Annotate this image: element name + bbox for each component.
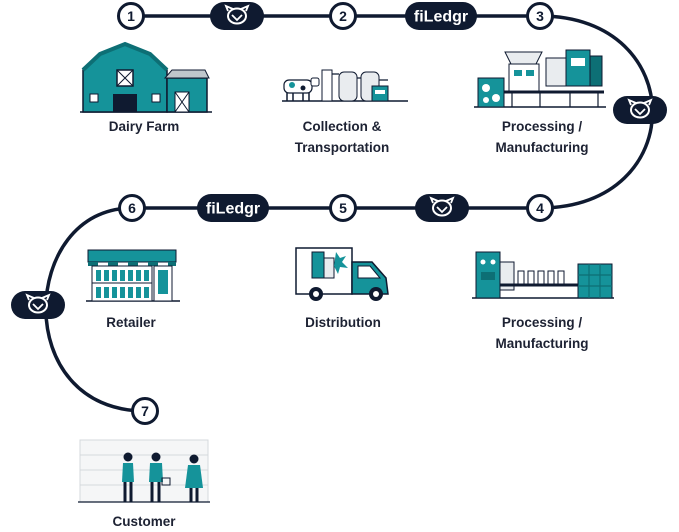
step-number: 1 xyxy=(127,8,135,24)
step-circle-6: 6 xyxy=(118,194,146,222)
step-number: 7 xyxy=(141,403,149,419)
step-6-label-line-1: Retailer xyxy=(106,315,156,330)
logo-badge-1: fiLedgr xyxy=(405,2,477,30)
step-4-label-line-1: Processing / xyxy=(501,315,583,330)
factory-icon xyxy=(474,49,606,108)
owl-icon xyxy=(224,4,250,25)
step-7-label: Customer xyxy=(84,511,204,532)
shopper-3 xyxy=(185,454,203,502)
step-5-label-line-1: Distribution xyxy=(305,315,381,330)
shopper-1 xyxy=(122,452,134,502)
step-4-label: Processing / Manufacturing xyxy=(472,312,612,354)
step-5-label: Distribution xyxy=(283,312,403,333)
logo-text: fiLedgr xyxy=(414,9,468,26)
step-2-label: Collection & Transportation xyxy=(272,116,412,158)
step-circle-5: 5 xyxy=(329,194,357,222)
step-7-label-line-1: Customer xyxy=(112,514,176,529)
step-circle-3: 3 xyxy=(526,2,554,30)
owl-icon xyxy=(429,196,455,217)
milk-collection-icon xyxy=(282,69,408,102)
delivery-truck-icon xyxy=(295,247,389,301)
shoppers-icon xyxy=(78,439,210,503)
step-number: 2 xyxy=(339,8,347,24)
step-3-label-line-2: Manufacturing xyxy=(495,140,589,155)
owl-badge-2 xyxy=(613,96,667,124)
step-2-label-line-1: Collection & xyxy=(302,119,382,134)
step-1-label: Dairy Farm xyxy=(84,116,204,137)
step-number: 5 xyxy=(339,200,347,216)
step-circle-2: 2 xyxy=(329,2,357,30)
bottling-line-icon xyxy=(472,251,614,299)
step-circle-7: 7 xyxy=(131,397,159,425)
owl-badge-1 xyxy=(210,2,264,30)
shopper-2 xyxy=(149,452,171,502)
step-circle-4: 4 xyxy=(526,194,554,222)
owl-badge-3 xyxy=(415,194,469,222)
step-number: 3 xyxy=(536,8,544,24)
step-3-label-line-1: Processing / xyxy=(501,119,583,134)
logo-text: fiLedgr xyxy=(206,201,260,218)
barn-icon xyxy=(80,41,212,113)
logo-badge-2: fiLedgr xyxy=(197,194,269,222)
step-number: 4 xyxy=(536,200,544,216)
step-6-label: Retailer xyxy=(71,312,191,333)
step-1-label-line-1: Dairy Farm xyxy=(108,119,180,134)
step-4-label-line-2: Manufacturing xyxy=(495,336,589,351)
cow-icon xyxy=(283,77,320,101)
owl-badge-4 xyxy=(11,291,65,319)
step-2-label-line-2: Transportation xyxy=(294,140,390,155)
store-icon xyxy=(86,249,180,302)
owl-icon xyxy=(25,293,51,314)
step-circle-1: 1 xyxy=(117,2,145,30)
owl-icon xyxy=(627,98,653,119)
step-3-label: Processing / Manufacturing xyxy=(472,116,612,158)
step-number: 6 xyxy=(128,200,136,216)
